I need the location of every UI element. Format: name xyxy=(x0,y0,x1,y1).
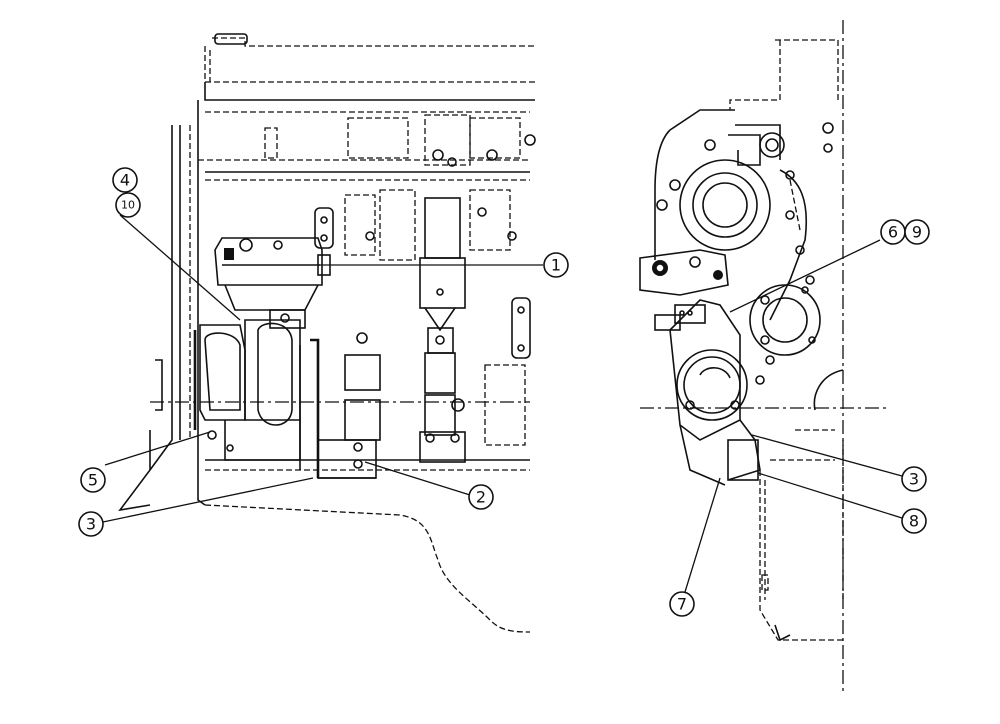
callout-8-label: 8 xyxy=(909,512,919,531)
callout-3-left: 3 xyxy=(78,511,104,537)
right-view xyxy=(639,20,888,695)
callout-4: 4 xyxy=(112,167,138,193)
callout-9: 9 xyxy=(904,219,930,245)
compressor-head-front xyxy=(639,249,729,331)
callout-3-right: 3 xyxy=(901,466,927,492)
callout-10: 10 xyxy=(115,192,141,218)
callout-8: 8 xyxy=(901,508,927,534)
callout-9-label: 9 xyxy=(912,223,922,242)
leader-lines xyxy=(102,214,903,593)
callout-5-label: 5 xyxy=(88,471,98,490)
callout-1-label: 1 xyxy=(551,256,561,275)
callout-2: 2 xyxy=(468,484,494,510)
left-view xyxy=(118,33,536,633)
callout-4-label: 4 xyxy=(120,171,130,190)
callout-1: 1 xyxy=(543,252,569,278)
callout-7-label: 7 xyxy=(677,595,687,614)
drive-arm xyxy=(669,299,761,486)
callout-5: 5 xyxy=(80,467,106,493)
callout-2-label: 2 xyxy=(476,488,486,507)
callout-3-right-label: 3 xyxy=(909,470,919,489)
compressor-bracket xyxy=(299,338,377,479)
callout-6: 6 xyxy=(880,219,906,245)
callout-6-label: 6 xyxy=(888,223,898,242)
callout-7: 7 xyxy=(669,591,695,617)
callout-3-left-label: 3 xyxy=(86,515,96,534)
air-compressor xyxy=(193,237,331,461)
callout-10-label: 10 xyxy=(121,199,135,212)
